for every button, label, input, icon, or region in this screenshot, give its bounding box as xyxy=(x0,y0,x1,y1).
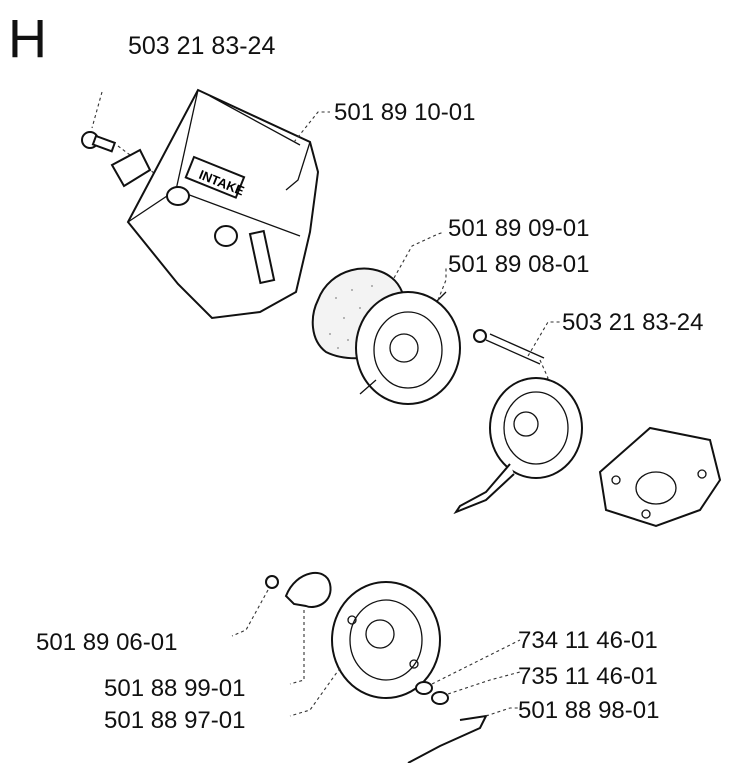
air-filter-cover: INTAKE xyxy=(126,88,320,320)
leader-cover xyxy=(293,111,330,143)
section-letter: H xyxy=(8,9,47,69)
carb-plate xyxy=(289,581,441,717)
filter-holder xyxy=(355,291,461,405)
choke-valve xyxy=(284,572,332,685)
leader-filter xyxy=(393,231,445,279)
leader-holder xyxy=(437,266,447,301)
label-small-nut: 501 89 06-01 xyxy=(36,629,178,656)
label-choke-rod: 501 88 98-01 xyxy=(518,697,660,724)
long-screw xyxy=(473,329,549,393)
gasket xyxy=(598,426,722,528)
washers xyxy=(415,639,521,705)
label-filter-element: 501 89 09-01 xyxy=(448,215,590,242)
intake-disc xyxy=(453,377,583,515)
label-washer-a: 734 11 46-01 xyxy=(518,627,658,654)
label-carb-plate: 501 88 97-01 xyxy=(104,707,246,734)
label-air-filter-cover: 501 89 10-01 xyxy=(334,99,476,126)
label-filter-holder: 501 89 08-01 xyxy=(448,251,590,278)
label-long-screw: 503 21 83-24 xyxy=(562,309,704,336)
label-washer-b: 735 11 46-01 xyxy=(518,663,658,690)
leader-long-screw xyxy=(527,321,560,357)
small-nut xyxy=(231,575,279,637)
header-part-number: 503 21 83-24 xyxy=(128,32,276,60)
label-choke-valve: 501 88 99-01 xyxy=(104,675,246,702)
choke-rod xyxy=(407,707,520,763)
